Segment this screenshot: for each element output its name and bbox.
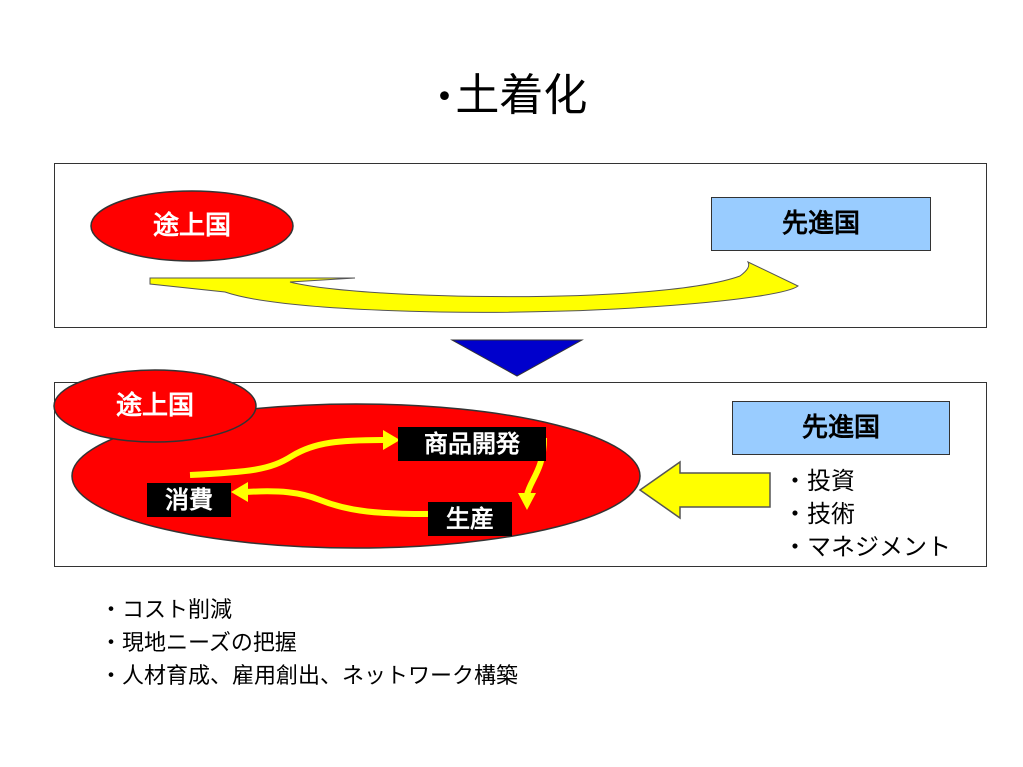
arrow-production-to-consumption [244,488,429,517]
bottom-developed-box: 先進国 [732,401,950,455]
note-hr-development: ・人材育成、雇用創出、ネットワーク構築 [100,664,519,689]
arrow-consumption-to-productdev [189,437,386,478]
bottom-developing-ellipse [53,369,257,443]
input-item-technology: ・技術 [783,500,855,528]
top-developing-ellipse [90,190,294,262]
production-label: 生産 [428,502,512,536]
input-item-investment: ・投資 [783,467,855,495]
note-local-needs: ・現地ニーズの把握 [100,631,297,656]
arrowhead-consumption [231,482,248,502]
top-curved-arrow [149,260,799,313]
title-bullet: • [435,80,454,115]
arrowhead-productdev [383,430,400,450]
note-cost-reduction: ・コスト削減 [100,598,233,623]
top-developing-label: 途上国 [152,211,231,241]
product-dev-label: 商品開発 [398,427,546,461]
top-developed-box: 先進国 [711,197,931,251]
arrowhead-production [518,493,536,510]
title-text: 土着化 [455,70,588,121]
slide-title: •土着化 [0,64,1023,128]
input-block-arrow [638,460,771,520]
input-item-management: ・マネジメント [783,533,951,561]
consumption-label: 消費 [147,483,231,517]
bottom-developing-label: 途上国 [115,391,194,421]
input-list: ・投資 ・技術 ・マネジメント [783,465,951,564]
notes-list: ・コスト削減 ・現地ニーズの把握 ・人材育成、雇用創出、ネットワーク構築 [100,594,518,693]
down-arrow [450,339,584,377]
